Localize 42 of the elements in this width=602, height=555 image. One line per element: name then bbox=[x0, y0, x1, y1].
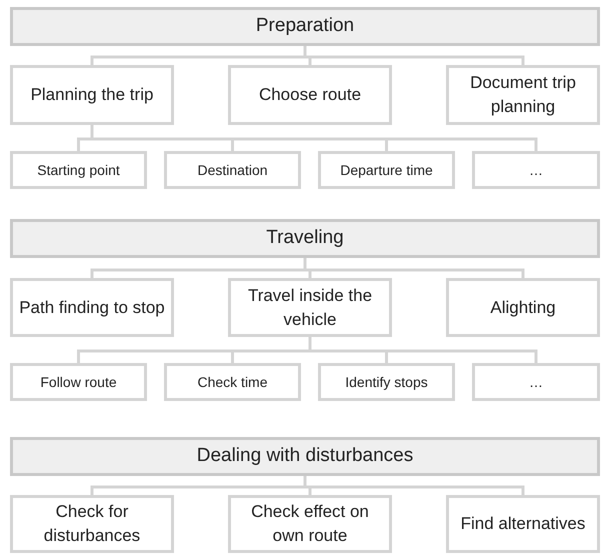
subtask-box bbox=[318, 363, 455, 401]
node-text: Find alternatives bbox=[460, 513, 586, 535]
connector-line bbox=[90, 125, 538, 151]
node-text: Alighting bbox=[490, 296, 556, 318]
node-text: Traveling bbox=[266, 226, 344, 250]
node-text: Starting point bbox=[37, 160, 120, 180]
connector-line bbox=[308, 337, 538, 363]
task-box bbox=[446, 278, 600, 337]
subtask-box bbox=[164, 363, 301, 401]
subtask-box bbox=[472, 363, 600, 401]
task-box bbox=[10, 278, 174, 337]
subtask-box bbox=[164, 151, 301, 189]
node-text: Document trip planning bbox=[469, 72, 577, 118]
subtask-box bbox=[472, 151, 600, 189]
node-text: Check time bbox=[197, 372, 268, 392]
node-text: … bbox=[529, 372, 543, 392]
node-text: Planning the trip bbox=[30, 84, 154, 106]
node-text: … bbox=[529, 160, 543, 180]
node-text: Follow route bbox=[40, 372, 117, 392]
node-text: Identify stops bbox=[345, 372, 428, 392]
subtask-box bbox=[10, 151, 147, 189]
task-box bbox=[228, 278, 392, 337]
task-box bbox=[228, 65, 392, 125]
node-text: Check effect on own route bbox=[250, 501, 370, 547]
phase-band bbox=[10, 437, 600, 476]
subtask-box bbox=[10, 363, 147, 401]
node-text: Dealing with disturbances bbox=[196, 444, 414, 468]
subtask-box bbox=[318, 151, 455, 189]
task-box bbox=[446, 495, 600, 553]
phase-band bbox=[10, 219, 600, 258]
node-text: Travel inside the vehicle bbox=[246, 284, 374, 330]
node-text: Destination bbox=[197, 160, 268, 180]
node-text: Departure time bbox=[340, 160, 433, 180]
phase-band bbox=[10, 7, 600, 46]
task-box bbox=[10, 65, 174, 125]
task-box bbox=[446, 65, 600, 125]
node-text: Choose route bbox=[258, 84, 362, 106]
node-text: Preparation bbox=[256, 14, 354, 38]
task-box bbox=[10, 495, 174, 553]
task-box bbox=[228, 495, 392, 553]
node-text: Check for disturbances bbox=[42, 501, 142, 547]
node-text: Path finding to stop bbox=[19, 296, 165, 318]
